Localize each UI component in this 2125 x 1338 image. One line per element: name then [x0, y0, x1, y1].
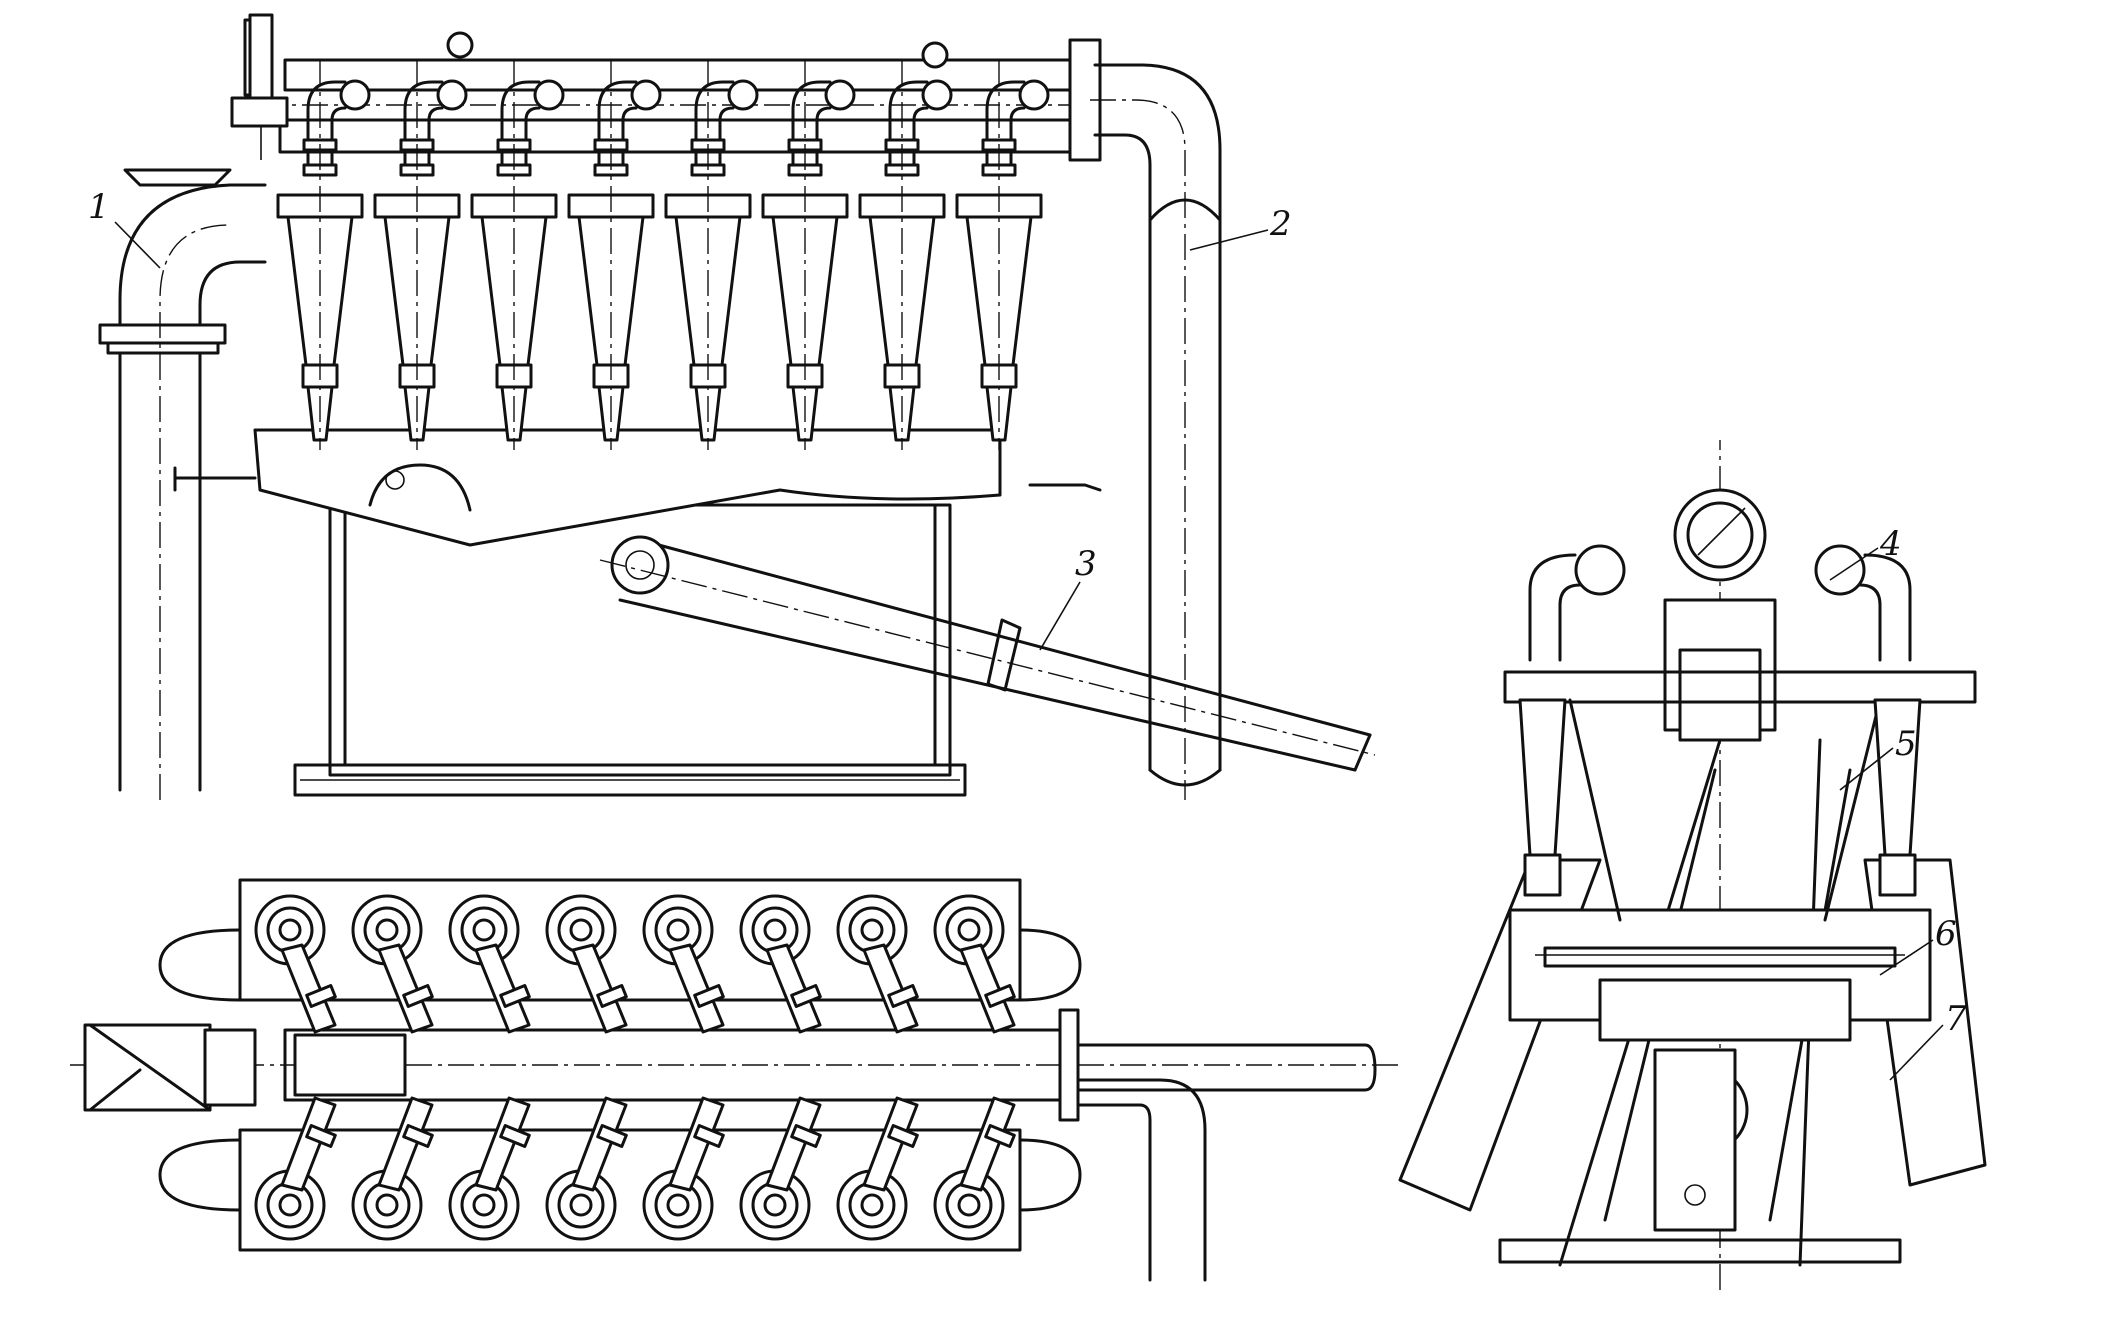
hydrocyclone — [567, 60, 662, 450]
discharge-pipe — [599, 535, 1376, 772]
callout-label: 2 — [1269, 204, 1292, 244]
valve-stem — [230, 13, 289, 160]
callout-4: 6 — [1879, 914, 1957, 976]
side-view — [1398, 440, 1987, 1290]
callout-label: 5 — [1895, 724, 1917, 764]
plan-hydrocyclone-rows — [254, 894, 1016, 1241]
top-manifold — [243, 18, 1102, 162]
hydrocyclone — [470, 60, 565, 450]
callout-6: 4 — [1829, 524, 1902, 581]
side-cyclone-right — [1814, 544, 1922, 897]
plan-hydrocyclone-bottom — [254, 1096, 337, 1241]
callout-1: 2 — [1189, 204, 1292, 251]
hydrocyclone — [858, 60, 953, 450]
hydrocyclone — [664, 60, 759, 450]
plan-hydrocyclone-bottom — [545, 1096, 628, 1241]
plan-hydrocyclone-bottom — [642, 1096, 725, 1241]
plan-hydrocyclone-top — [933, 894, 1016, 1034]
callout-label: 4 — [1879, 524, 1902, 564]
plan-main-pipe — [70, 878, 1400, 1282]
plan-view — [70, 878, 1400, 1282]
side-cyclone-left — [1518, 544, 1626, 897]
callout-5: 1 — [88, 187, 161, 269]
callout-2: 5 — [1839, 724, 1917, 791]
hydrocyclone — [955, 60, 1050, 450]
plan-hydrocyclone-bottom — [351, 1096, 434, 1241]
side-tray — [1508, 908, 1932, 1042]
hydrocyclone — [761, 60, 856, 450]
side-manifold — [1503, 488, 1977, 1232]
plan-hydrocyclone-top — [739, 894, 822, 1034]
callout-label: 7 — [1945, 999, 1967, 1039]
callout-label: 3 — [1075, 544, 1097, 584]
plan-hydrocyclone-top — [351, 894, 434, 1034]
plan-hydrocyclone-bottom — [448, 1096, 531, 1241]
underflow-tray — [173, 428, 1102, 547]
hydrocyclone — [276, 60, 371, 450]
front-view — [98, 13, 1376, 800]
plan-hydrocyclone-bottom — [836, 1096, 919, 1241]
plan-hydrocyclone-top — [836, 894, 919, 1034]
callout-3: 7 — [1889, 999, 1967, 1081]
plan-hydrocyclone-bottom — [739, 1096, 822, 1241]
callout-7: 3 — [1039, 544, 1097, 651]
plan-hydrocyclone-top — [448, 894, 531, 1034]
feed-pipe-left — [98, 168, 267, 800]
outlet-pipe-right — [1090, 63, 1222, 800]
plan-hydrocyclone-top — [642, 894, 725, 1034]
front-hydrocyclone-row — [276, 60, 1050, 450]
callout-label: 1 — [88, 187, 110, 227]
plan-hydrocyclone-top — [545, 894, 628, 1034]
callout-label: 6 — [1935, 914, 1957, 954]
plan-hydrocyclone-top — [254, 894, 337, 1034]
hydrocyclone — [373, 60, 468, 450]
plan-hydrocyclone-bottom — [933, 1096, 1016, 1241]
